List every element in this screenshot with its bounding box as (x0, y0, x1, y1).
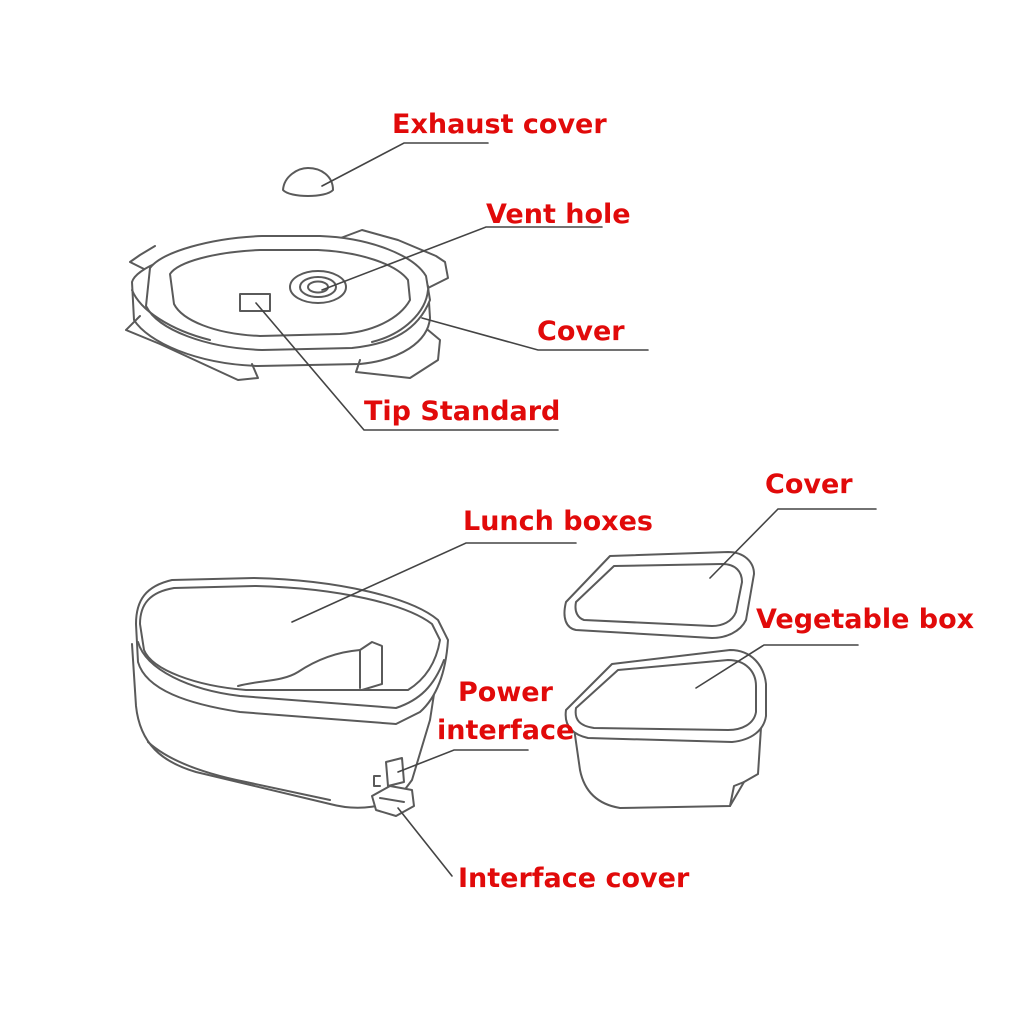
leader-cover-small (709, 508, 877, 579)
label-power-interface-line1: Power (458, 677, 553, 708)
leader-tip-standard (255, 302, 559, 431)
label-tip-standard: Tip Standard (364, 396, 561, 427)
label-power-interface-line2: interface (437, 715, 575, 746)
leader-lunch-boxes (291, 542, 577, 623)
lid-assembly-part (125, 229, 449, 381)
label-exhaust-cover: Exhaust cover (392, 109, 607, 140)
label-vegetable-box: Vegetable box (756, 604, 975, 635)
leader-cover-top (421, 317, 649, 351)
vegetable-box-part (564, 649, 767, 809)
leader-exhaust-cover (321, 142, 489, 187)
leader-vent-hole (321, 226, 603, 291)
exhaust-cover-part (282, 167, 334, 197)
leader-power-interface (397, 749, 529, 773)
label-interface-cover: Interface cover (458, 863, 690, 894)
leader-vegetable-box (695, 644, 859, 689)
label-cover-small: Cover (765, 469, 853, 500)
label-vent-hole: Vent hole (486, 199, 631, 230)
lunch-box-part (131, 577, 449, 817)
leader-interface-cover (397, 807, 453, 877)
small-cover-part (563, 551, 755, 639)
label-cover-top: Cover (537, 316, 625, 347)
label-lunch-boxes: Lunch boxes (463, 506, 653, 537)
